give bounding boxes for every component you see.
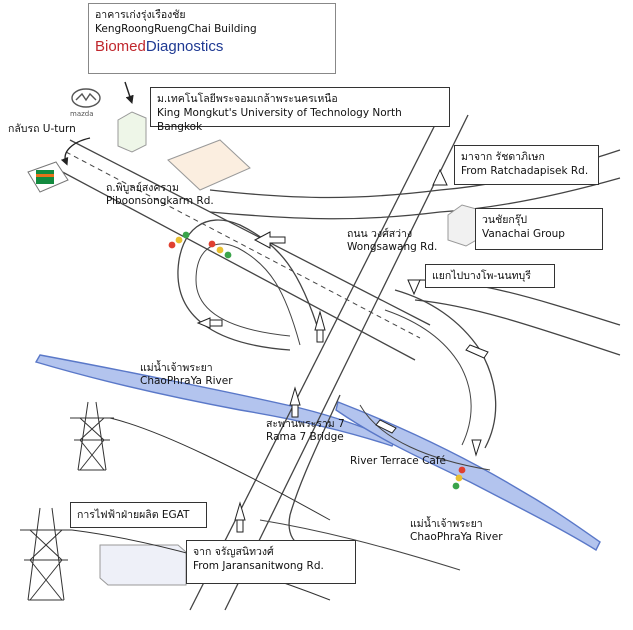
piboonsongkarm-road (54, 139, 431, 361)
wongsawang-road-label: ถนน วงศ์สว่าง Wongsawang Rd. (347, 228, 437, 254)
wongsawang-english-label: Wongsawang Rd. (347, 241, 438, 253)
uturn-label: กลับรถ U-turn (8, 123, 76, 135)
river-upper (34, 354, 396, 447)
kmutnb-thai-label: ม.เทคโนโลยีพระจอมเกล้าพระนครเหนือ (157, 93, 338, 105)
rama7-road (189, 114, 469, 611)
rama7-thai-label: สะพานพระราม 7 (266, 418, 345, 430)
jaransanit-thai-label: จาก จรัญสนิทวงศ์ (193, 546, 274, 558)
interchange-loop-right (394, 289, 497, 449)
bangpho-label: แยกไปบางโพ-นนทบุรี (432, 270, 531, 282)
building-icon (99, 111, 481, 586)
vanachai-box: วนชัยกรุ๊ป Vanachai Group (475, 208, 603, 250)
river-lower (335, 401, 601, 551)
pibul-english-label: Piboonsongkarm Rd. (106, 195, 214, 207)
bangpho-box: แยกไปบางโพ-นนทบุรี (425, 264, 555, 288)
egat-label: การไฟฟ้าฝ่ายผลิต EGAT (77, 509, 190, 521)
rama7-bridge-label: สะพานพระราม 7 Rama 7 Bridge (266, 418, 345, 444)
biomed-thai-label: อาคารเก่งรุ่งเรืองชัย (95, 9, 186, 21)
egat-box: การไฟฟ้าฝ่ายผลิต EGAT (70, 502, 207, 528)
road-dashed-line (65, 151, 421, 339)
river-terrace-label: River Terrace Café (350, 455, 447, 467)
ratchada-english-label: From Ratchadapisek Rd. (461, 165, 589, 177)
mazda-label: mazda (70, 110, 94, 118)
seven-eleven-logo-icon (27, 161, 69, 193)
river-bottom-thai-label: แม่น้ำเจ้าพระยา (410, 518, 483, 530)
pibul-thai-label: ถ.พิบูลย์สงคราม (106, 182, 179, 194)
river-top-label: แม่น้ำเจ้าพระยา ChaoPhraYa River (140, 362, 233, 388)
rama7-english-label: Rama 7 Bridge (266, 431, 344, 443)
river-top-english-label: ChaoPhraYa River (140, 375, 233, 387)
river-bottom-english-label: ChaoPhraYa River (410, 531, 503, 543)
direction-arrow-icon (60, 137, 489, 533)
biomed-english-label: KengRoongRuengChai Building (95, 23, 257, 35)
river-top-thai-label: แม่น้ำเจ้าพระยา (140, 362, 213, 374)
river-bottom-label: แม่น้ำเจ้าพระยา ChaoPhraYa River (410, 518, 503, 544)
biomed-brand: BiomedDiagnostics (95, 38, 329, 56)
biomed-brand-part2: Diagnostics (145, 38, 224, 55)
vanachai-english-label: Vanachai Group (482, 228, 565, 240)
kmutnb-box: ม.เทคโนโลยีพระจอมเกล้าพระนครเหนือ King M… (150, 87, 450, 133)
mazda-logo-icon (71, 88, 101, 108)
ratchada-box: มาจาก รัชดาภิเษก From Ratchadapisek Rd. (454, 145, 599, 185)
kmutnb-english-label: King Mongkut's University of Technology … (157, 107, 402, 133)
ratchada-thai-label: มาจาก รัชดาภิเษก (461, 151, 545, 163)
traffic-light-icon (168, 231, 466, 490)
biomed-building-box: อาคารเก่งรุ่งเรืองชัย KengRoongRuengChai… (88, 3, 336, 74)
jaransanit-box: จาก จรัญสนิทวงศ์ From Jaransanitwong Rd. (186, 540, 356, 584)
vanachai-thai-label: วนชัยกรุ๊ป (482, 214, 528, 226)
interchange-loop-left (177, 219, 321, 351)
biomed-brand-part1: Biomed (95, 38, 146, 55)
pibul-road-label: ถ.พิบูลย์สงคราม Piboonsongkarm Rd. (106, 182, 214, 208)
jaransanit-english-label: From Jaransanitwong Rd. (193, 560, 324, 572)
wongsawang-thai-label: ถนน วงศ์สว่าง (347, 228, 413, 240)
